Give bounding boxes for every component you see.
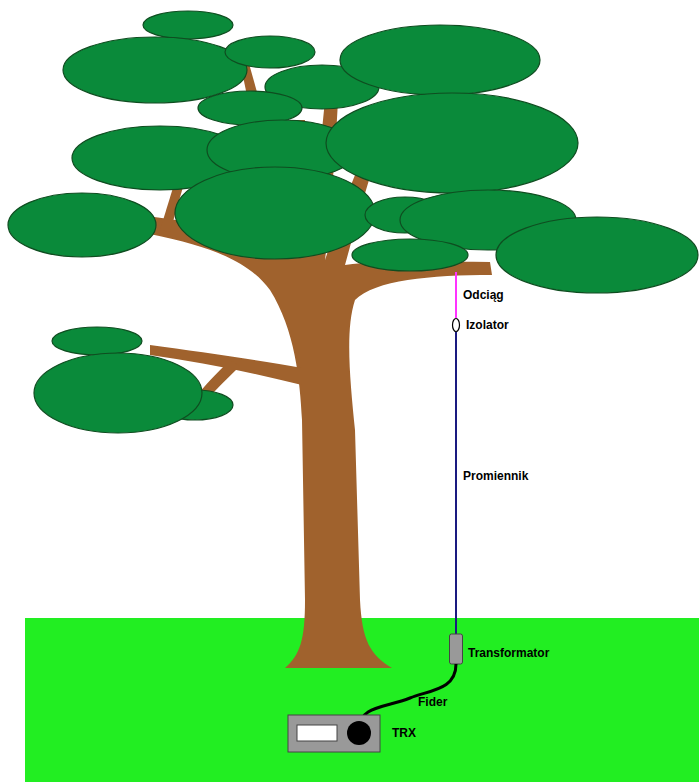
radiator-label: Promiennik <box>463 468 528 484</box>
transformer-label: Transformator <box>468 645 549 661</box>
transformer <box>450 634 463 664</box>
feeder-label: Fider <box>418 694 447 710</box>
insulator <box>453 319 460 332</box>
insulator-label: Izolator <box>466 317 509 333</box>
transceiver-label: TRX <box>392 725 416 741</box>
transceiver <box>288 715 380 752</box>
radiator-wire <box>455 332 457 634</box>
tree-leaves <box>8 11 698 433</box>
guy-line <box>455 272 457 318</box>
transceiver-knob <box>347 721 371 745</box>
guy-label: Odciąg <box>463 287 504 303</box>
transceiver-display <box>297 725 337 741</box>
